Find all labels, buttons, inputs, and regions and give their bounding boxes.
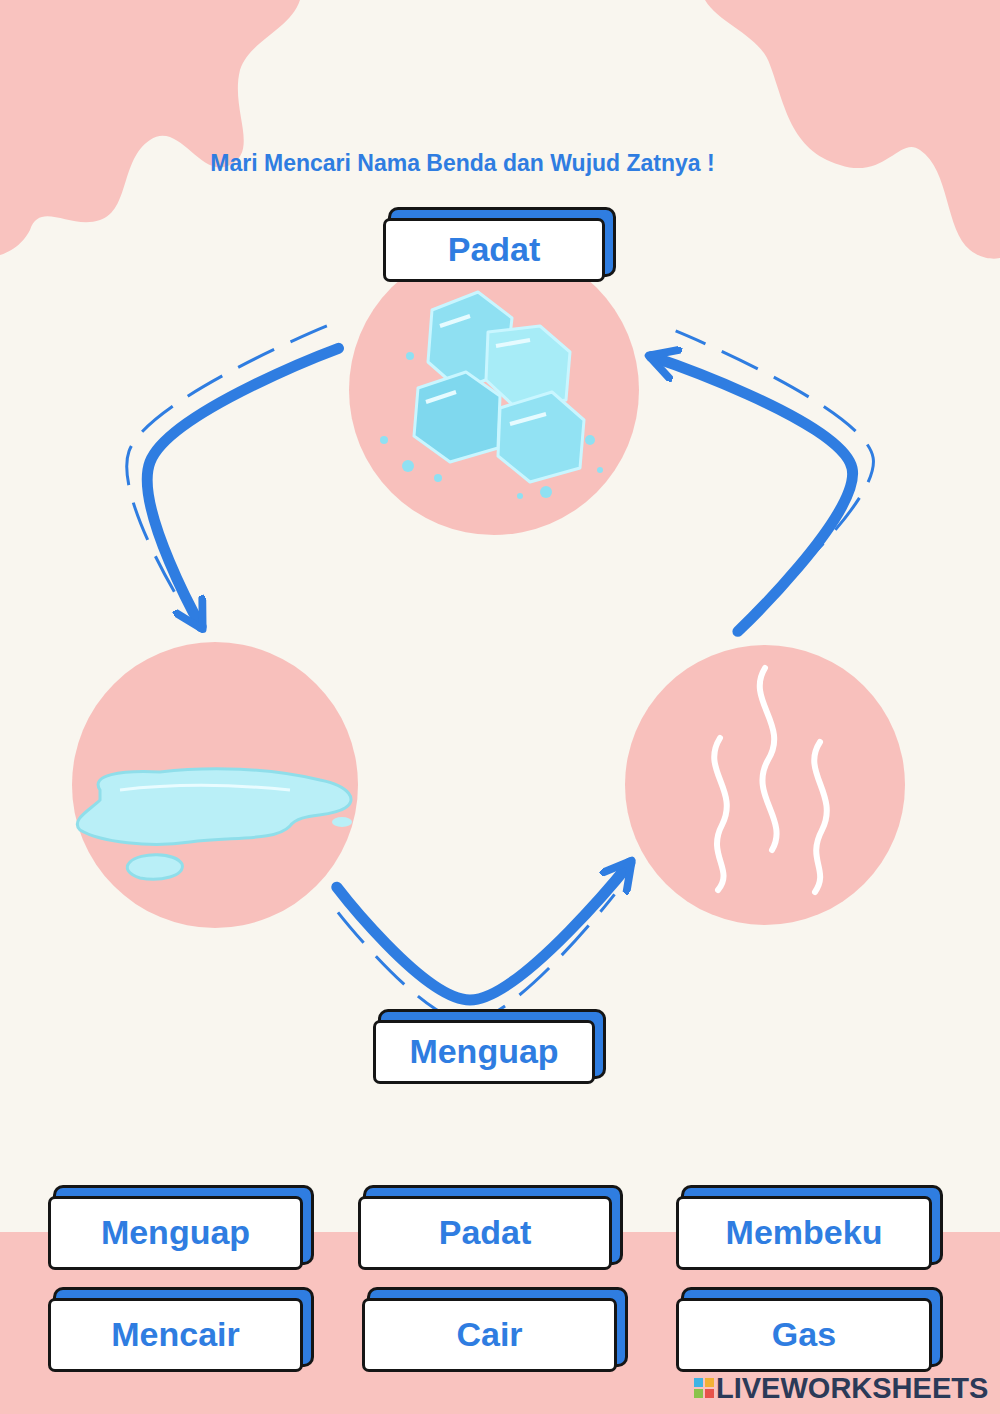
arrow-echo xyxy=(676,331,874,611)
corner-blob xyxy=(705,0,1000,259)
box-face: Padat xyxy=(358,1196,612,1270)
answer-label: Membeku xyxy=(726,1214,883,1251)
circle-fill xyxy=(625,645,905,925)
cycle-arrow xyxy=(651,357,852,632)
box-face: Membeku xyxy=(676,1196,932,1270)
heading-box: Padat xyxy=(383,218,605,282)
watermark: LIVEWORKSHEETS xyxy=(716,1372,988,1405)
answer-box: Gas xyxy=(676,1298,932,1372)
answer-box: Membeku xyxy=(676,1196,932,1270)
circle-fill xyxy=(349,245,639,535)
title: Mari Mencari Nama Benda dan Wujud Zatnya… xyxy=(0,150,925,177)
answer-box: Cair xyxy=(362,1298,617,1372)
arrow-echo xyxy=(127,326,327,600)
edge-label: Menguap xyxy=(409,1033,558,1070)
arrow-echo xyxy=(338,894,615,1021)
logo-squares xyxy=(694,1378,714,1398)
steam-lines xyxy=(714,668,827,892)
answer-box: Menguap xyxy=(48,1196,303,1270)
circle-fill xyxy=(72,642,358,928)
answer-label: Padat xyxy=(439,1214,532,1251)
box-face: Menguap xyxy=(48,1196,303,1270)
answer-label: Cair xyxy=(456,1316,522,1353)
cycle-arrow xyxy=(147,348,338,626)
cycle-arrow xyxy=(337,863,630,1000)
answer-box: Padat xyxy=(358,1196,612,1270)
answer-box: Mencair xyxy=(48,1298,303,1372)
ice-cubes xyxy=(380,292,603,499)
box-face: Mencair xyxy=(48,1298,303,1372)
answer-label: Menguap xyxy=(101,1214,250,1251)
water-puddle xyxy=(77,769,352,880)
answer-label: Mencair xyxy=(111,1316,240,1353)
box-face: Cair xyxy=(362,1298,617,1372)
state-label: Padat xyxy=(448,231,541,268)
answer-label: Gas xyxy=(772,1316,836,1353)
box-face: Gas xyxy=(676,1298,932,1372)
edge-label-box: Menguap xyxy=(373,1020,595,1084)
corner-blob xyxy=(0,0,300,255)
